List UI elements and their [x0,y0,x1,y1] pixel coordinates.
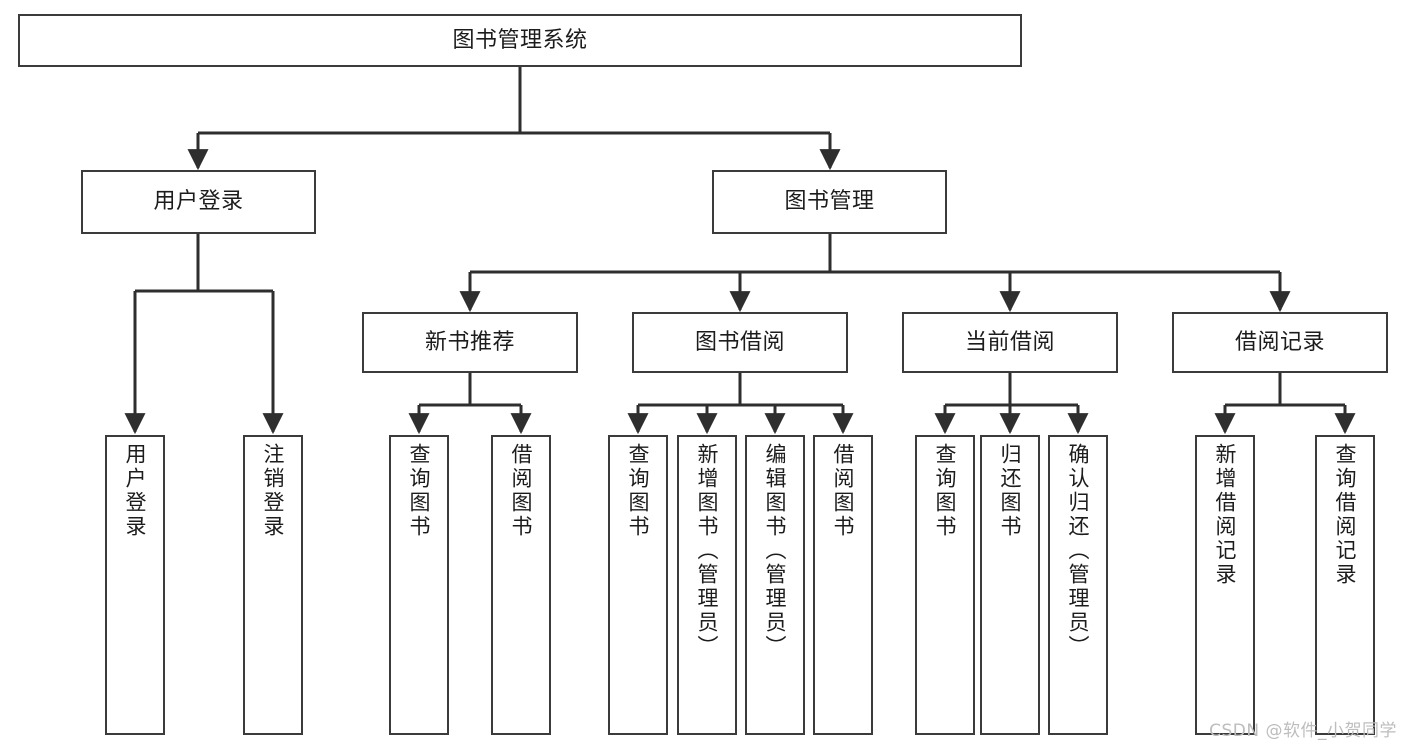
node-leaf-add-book-label: 新增图书（管理员） [695,443,720,659]
node-book-borrow[interactable]: 图书借阅 [632,312,848,373]
node-borrow-record[interactable]: 借阅记录 [1172,312,1388,373]
node-leaf-borrow-book-1-label: 借阅图书 [509,443,534,539]
node-new-book-recommend[interactable]: 新书推荐 [362,312,578,373]
node-user-login-label: 用户登录 [153,189,244,215]
node-leaf-query-record-label: 查询借阅记录 [1333,443,1358,587]
node-leaf-user-login[interactable]: 用户登录 [105,435,165,735]
node-leaf-borrow-book-2-label: 借阅图书 [831,443,856,539]
node-leaf-edit-book[interactable]: 编辑图书（管理员） [745,435,805,735]
node-leaf-return-book-label: 归还图书 [998,443,1023,539]
node-leaf-edit-book-label: 编辑图书（管理员） [763,443,788,659]
csdn-watermark: CSDN @软件_小贺同学 [1209,721,1397,741]
node-leaf-borrow-book-1[interactable]: 借阅图书 [491,435,551,735]
node-root[interactable]: 图书管理系统 [18,14,1022,67]
node-root-label: 图书管理系统 [452,27,588,53]
node-leaf-query-book-1[interactable]: 查询图书 [389,435,449,735]
node-leaf-query-book-2-label: 查询图书 [626,443,651,539]
node-leaf-query-record[interactable]: 查询借阅记录 [1315,435,1375,735]
node-leaf-user-login-label: 用户登录 [123,443,148,539]
node-book-borrow-label: 图书借阅 [694,329,785,355]
node-leaf-user-logout-label: 注销登录 [261,443,286,539]
node-leaf-add-record-label: 新增借阅记录 [1213,443,1238,587]
node-current-borrow[interactable]: 当前借阅 [902,312,1118,373]
node-leaf-query-book-3-label: 查询图书 [933,443,958,539]
node-user-login[interactable]: 用户登录 [81,170,316,234]
node-leaf-add-book[interactable]: 新增图书（管理员） [677,435,737,735]
node-new-book-recommend-label: 新书推荐 [424,329,515,355]
node-leaf-borrow-book-2[interactable]: 借阅图书 [813,435,873,735]
node-leaf-add-record[interactable]: 新增借阅记录 [1195,435,1255,735]
node-leaf-confirm-return-label: 确认归还（管理员） [1066,443,1091,659]
node-book-management[interactable]: 图书管理 [712,170,947,234]
node-leaf-user-logout[interactable]: 注销登录 [243,435,303,735]
node-current-borrow-label: 当前借阅 [964,329,1055,355]
node-borrow-record-label: 借阅记录 [1234,329,1325,355]
node-leaf-confirm-return[interactable]: 确认归还（管理员） [1048,435,1108,735]
node-leaf-return-book[interactable]: 归还图书 [980,435,1040,735]
node-leaf-query-book-2[interactable]: 查询图书 [608,435,668,735]
node-leaf-query-book-1-label: 查询图书 [407,443,432,539]
node-book-management-label: 图书管理 [784,189,875,215]
node-leaf-query-book-3[interactable]: 查询图书 [915,435,975,735]
